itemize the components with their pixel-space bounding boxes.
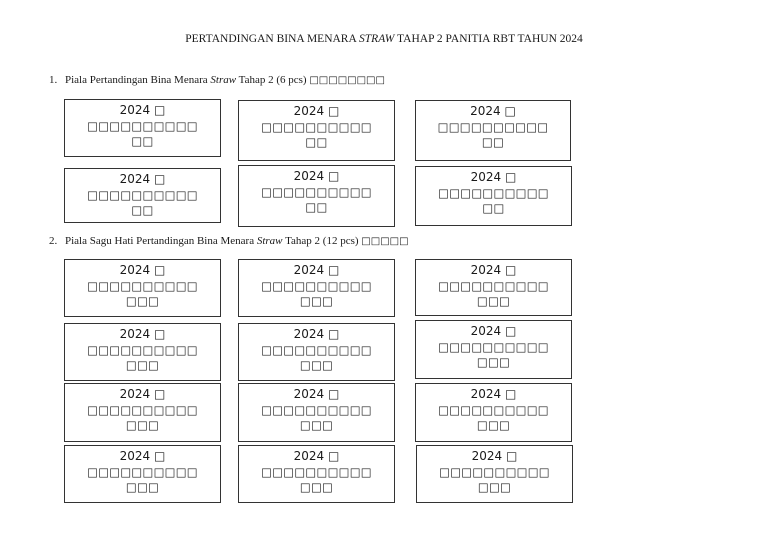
section-heading-italic: Straw bbox=[210, 74, 237, 86]
consolation-label-box: 2024 □ □□□□□□□□□□ □□□ bbox=[416, 445, 573, 503]
label-line-year: 2024 □ bbox=[293, 104, 340, 118]
consolation-label-box: 2024 □ □□□□□□□□□□ □□□ bbox=[64, 383, 221, 442]
consolation-label-box: 2024 □ □□□□□□□□□□ □□□ bbox=[238, 383, 395, 442]
label-line-title: □□□□□□□□□□ bbox=[261, 342, 372, 357]
page-title-text-end: TAHAP 2 PANITIA RBT TAHUN 2024 bbox=[394, 33, 583, 45]
consolation-label-box: 2024 □ □□□□□□□□□□ □□□ bbox=[64, 323, 221, 381]
section-2-heading: 2. Piala Sagu Hati Pertandingan Bina Mena… bbox=[49, 234, 409, 249]
label-line-rank: □□ bbox=[305, 135, 328, 149]
trophy-label-box: 2024 □ □□□□□□□□□□ □□ bbox=[415, 166, 572, 226]
section-number: 1. bbox=[49, 74, 58, 86]
label-line-title: □□□□□□□□□□ bbox=[438, 278, 549, 293]
section-heading-text-end: Tahap 2 (12 pcs) bbox=[282, 235, 362, 247]
label-line-rank: □□□ bbox=[125, 294, 160, 308]
label-line-rank: □□□ bbox=[476, 418, 511, 432]
page-title-text: PERTANDINGAN BINA MENARA bbox=[185, 33, 360, 45]
label-line-year: 2024 □ bbox=[470, 324, 517, 338]
unrendered-glyphs: □□□□□ bbox=[361, 236, 409, 247]
section-1-heading: 1. Piala Pertandingan Bina Menara Straw T… bbox=[49, 73, 385, 88]
trophy-label-box: 2024 □ □□□□□□□□□□ □□ bbox=[415, 100, 571, 161]
consolation-label-box: 2024 □ □□□□□□□□□□ □□□ bbox=[238, 259, 395, 317]
label-line-year: 2024 □ bbox=[470, 263, 517, 277]
label-line-title: □□□□□□□□□□ bbox=[261, 464, 372, 479]
label-line-title: □□□□□□□□□□ bbox=[87, 118, 198, 133]
consolation-label-box: 2024 □ □□□□□□□□□□ □□□ bbox=[415, 383, 572, 442]
label-line-rank: □□ bbox=[482, 201, 505, 215]
label-line-title: □□□□□□□□□□ bbox=[438, 339, 549, 354]
label-line-title: □□□□□□□□□□ bbox=[87, 464, 198, 479]
label-line-rank: □□ bbox=[131, 134, 154, 148]
label-line-rank: □□□ bbox=[125, 480, 160, 494]
label-line-year: 2024 □ bbox=[293, 387, 340, 401]
label-line-year: 2024 □ bbox=[293, 169, 340, 183]
section-heading-text: Piala Sagu Hati Pertandingan Bina Menara bbox=[65, 235, 257, 247]
label-line-title: □□□□□□□□□□ bbox=[261, 278, 372, 293]
label-line-year: 2024 □ bbox=[293, 449, 340, 463]
label-line-rank: □□□ bbox=[477, 480, 512, 494]
label-line-rank: □□□ bbox=[299, 294, 334, 308]
trophy-label-box: 2024 □ □□□□□□□□□□ □□ bbox=[64, 168, 221, 223]
label-line-year: 2024 □ bbox=[119, 449, 166, 463]
label-line-title: □□□□□□□□□□ bbox=[261, 184, 372, 199]
label-line-rank: □□□ bbox=[299, 418, 334, 432]
label-line-title: □□□□□□□□□□ bbox=[438, 185, 549, 200]
label-line-year: 2024 □ bbox=[470, 104, 516, 118]
label-line-title: □□□□□□□□□□ bbox=[87, 342, 198, 357]
consolation-label-box: 2024 □ □□□□□□□□□□ □□□ bbox=[238, 445, 395, 503]
label-line-title: □□□□□□□□□□ bbox=[261, 402, 372, 417]
label-line-rank: □□□ bbox=[299, 358, 334, 372]
label-line-year: 2024 □ bbox=[471, 449, 518, 463]
consolation-label-box: 2024 □ □□□□□□□□□□ □□□ bbox=[64, 445, 221, 503]
section-heading-italic: Straw bbox=[256, 235, 283, 247]
label-line-year: 2024 □ bbox=[470, 170, 517, 184]
label-line-year: 2024 □ bbox=[470, 387, 517, 401]
label-line-title: □□□□□□□□□□ bbox=[87, 278, 198, 293]
trophy-label-box: 2024 □ □□□□□□□□□□ □□ bbox=[238, 165, 395, 227]
label-line-title: □□□□□□□□□□ bbox=[87, 187, 198, 202]
label-line-rank: □□ bbox=[131, 203, 154, 217]
unrendered-glyphs: □□□□□□□□ bbox=[309, 75, 385, 86]
label-line-year: 2024 □ bbox=[119, 263, 166, 277]
label-line-title: □□□□□□□□□□ bbox=[439, 464, 550, 479]
trophy-label-box: 2024 □ □□□□□□□□□□ □□ bbox=[64, 99, 221, 157]
label-line-title: □□□□□□□□□□ bbox=[87, 402, 198, 417]
label-line-rank: □□ bbox=[305, 200, 328, 214]
consolation-label-box: 2024 □ □□□□□□□□□□ □□□ bbox=[238, 323, 395, 381]
section-heading-text-end: Tahap 2 (6 pcs) bbox=[236, 74, 310, 86]
page-title: PERTANDINGAN BINA MENARA STRAW TAHAP 2 P… bbox=[0, 32, 768, 46]
section-number: 2. bbox=[49, 235, 58, 247]
label-line-year: 2024 □ bbox=[293, 263, 340, 277]
label-line-rank: □□□ bbox=[476, 355, 511, 369]
label-line-title: □□□□□□□□□□ bbox=[437, 119, 549, 134]
label-line-rank: □□□ bbox=[125, 358, 160, 372]
label-line-year: 2024 □ bbox=[293, 327, 340, 341]
consolation-label-box: 2024 □ □□□□□□□□□□ □□□ bbox=[415, 259, 572, 316]
label-line-rank: □□□ bbox=[299, 480, 334, 494]
consolation-label-box: 2024 □ □□□□□□□□□□ □□□ bbox=[64, 259, 221, 317]
section-heading-text: Piala Pertandingan Bina Menara bbox=[65, 74, 211, 86]
label-line-title: □□□□□□□□□□ bbox=[438, 402, 549, 417]
label-line-rank: □□ bbox=[481, 135, 505, 149]
consolation-label-box: 2024 □ □□□□□□□□□□ □□□ bbox=[415, 320, 572, 379]
label-line-title: □□□□□□□□□□ bbox=[261, 119, 372, 134]
label-line-rank: □□□ bbox=[125, 418, 160, 432]
page-title-italic: STRAW bbox=[359, 33, 395, 45]
trophy-label-box: 2024 □ □□□□□□□□□□ □□ bbox=[238, 100, 395, 161]
label-line-year: 2024 □ bbox=[119, 387, 166, 401]
label-line-year: 2024 □ bbox=[119, 103, 166, 117]
label-line-year: 2024 □ bbox=[119, 327, 166, 341]
label-line-year: 2024 □ bbox=[119, 172, 166, 186]
label-line-rank: □□□ bbox=[476, 294, 511, 308]
